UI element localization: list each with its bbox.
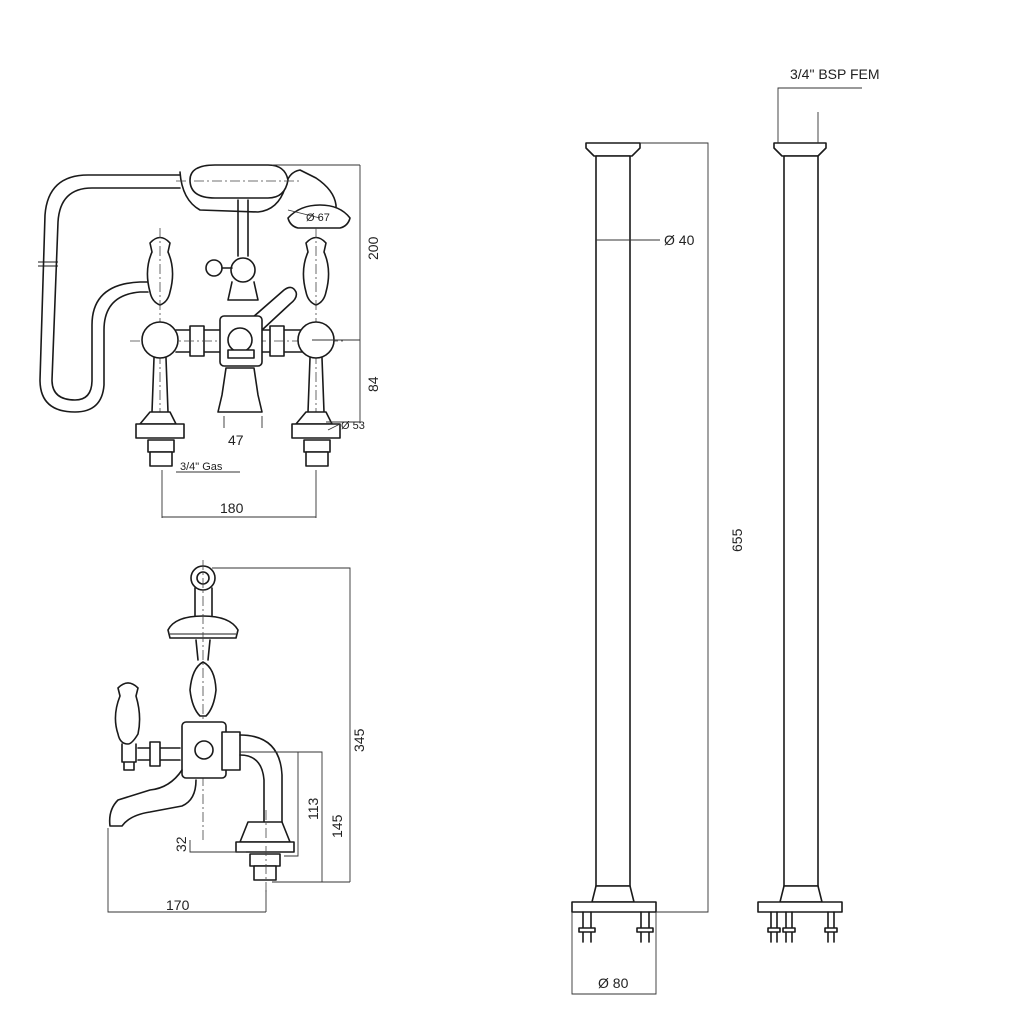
dim-handset-diameter: Ø 67 xyxy=(306,212,330,224)
side-lever-handle xyxy=(114,682,141,745)
dim-lines-leg xyxy=(571,142,709,995)
dim-inlet-thread: 3/4" Gas xyxy=(180,461,223,473)
front-view-mixer: 200 84 Ø 67 Ø 53 47 3/4" Gas 180 xyxy=(38,164,381,518)
dim-side-spout-height: 113 xyxy=(305,797,321,820)
leg-tube xyxy=(595,155,631,887)
standpipe-leg-front: Ø 40 655 Ø 80 xyxy=(571,142,745,995)
leg-cap xyxy=(585,142,641,157)
dim-lines-front xyxy=(161,164,361,518)
dim-spout-width: 47 xyxy=(228,432,244,448)
dim-base-diameter: Ø 53 xyxy=(341,420,365,432)
dim-side-inlet-height: 145 xyxy=(329,814,345,838)
dim-top-height: 200 xyxy=(365,236,381,260)
dim-side-projection: 170 xyxy=(166,897,190,913)
spout-tail xyxy=(217,367,263,413)
dim-leg-base-diameter: Ø 80 xyxy=(598,975,629,991)
shower-hose xyxy=(39,174,181,413)
dim-leg-diameter: Ø 40 xyxy=(664,232,695,248)
dim-side-offset: 32 xyxy=(173,836,189,852)
side-spout xyxy=(239,734,283,823)
dim-leg-thread: 3/4" BSP FEM xyxy=(790,66,880,82)
diverter-lever xyxy=(251,286,298,331)
shower-head xyxy=(287,204,351,229)
handset-body xyxy=(189,164,289,199)
dim-side-height: 345 xyxy=(351,728,367,752)
dim-leg-height: 655 xyxy=(729,528,745,552)
dim-lines-side xyxy=(107,567,351,913)
dim-centres: 180 xyxy=(220,500,244,516)
dim-top-lower-height: 84 xyxy=(365,376,381,392)
standpipe-leg-side: 3/4" BSP FEM xyxy=(757,66,880,943)
side-outlet xyxy=(108,769,197,827)
side-view-mixer: 345 113 145 32 170 xyxy=(107,560,367,913)
central-riser xyxy=(237,199,249,257)
left-valve xyxy=(141,321,179,359)
leg-foot xyxy=(591,885,635,903)
